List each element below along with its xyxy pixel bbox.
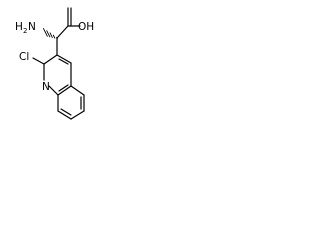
bond-c3-c2 [43,54,58,65]
chloro-label: Cl [19,51,29,63]
chemical-structure-diagram: H 2 N OH Cl N [15,7,94,120]
bond-c4-c3 [56,54,72,64]
ring-nitrogen-label: N [42,81,50,93]
bonds [32,7,85,120]
bond-c8a-c4a [57,85,72,96]
amine-h-label: H [15,21,23,33]
bond-c8a-c4a-double [58,84,69,92]
amine-subscript-label: 2 [23,27,27,35]
atom-labels: H 2 N OH Cl N [15,21,94,93]
bond-n1-c8a [48,85,59,96]
bond-c7-c8-double [60,108,72,116]
bond-c4a-c5 [70,85,85,96]
amine-n-label: N [28,21,36,33]
bond-c2-cl [32,57,45,65]
hydroxyl-label: OH [78,21,94,33]
bond-c3-c4-double [58,58,69,65]
bond-c7-c8 [57,110,72,120]
bond-c6-c7 [70,110,85,120]
hashed-wedge-bond [42,27,58,40]
bond-calpha-ccooh [56,25,69,39]
